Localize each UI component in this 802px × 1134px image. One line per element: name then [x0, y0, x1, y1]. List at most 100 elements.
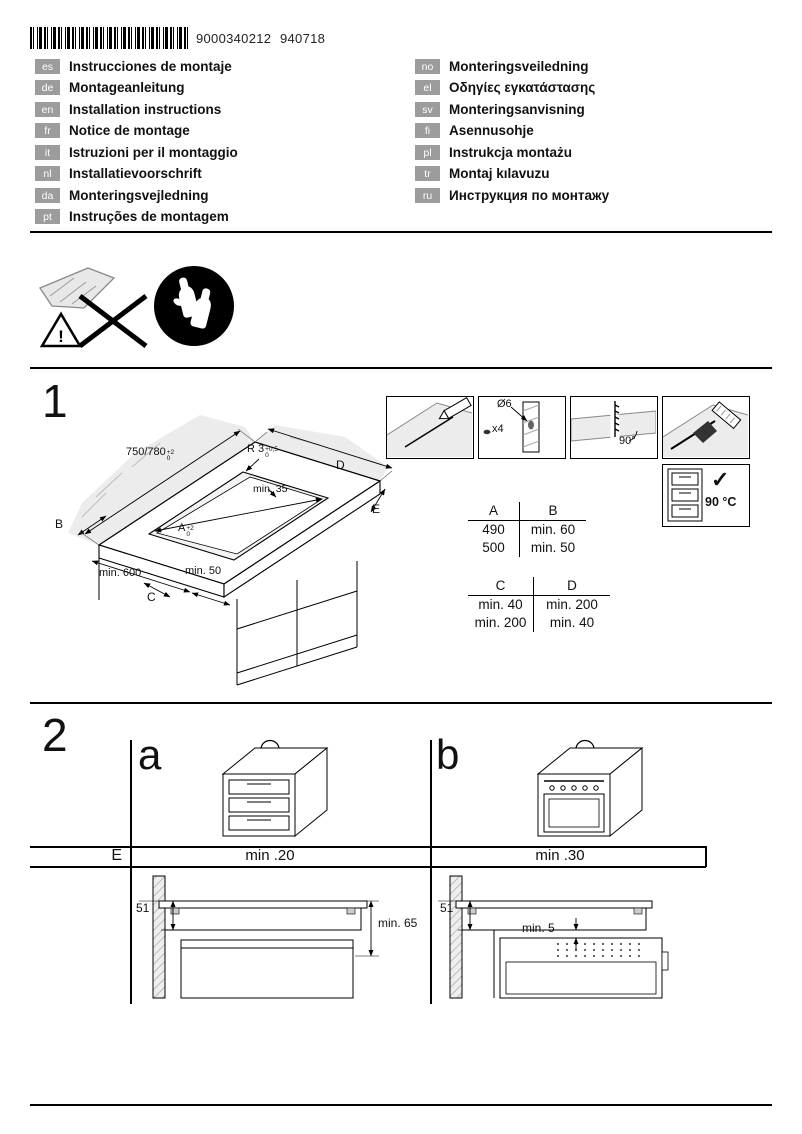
- a-thickness-label: 51: [136, 901, 150, 915]
- dim-min50-label: min. 50: [185, 565, 222, 577]
- language-row-da: da Monteringsvejledning: [35, 187, 209, 204]
- language-title: Notice de montage: [69, 123, 190, 138]
- language-code-badge: no: [415, 59, 440, 74]
- language-title: Installation instructions: [69, 102, 222, 117]
- drawer-section: [180, 939, 354, 999]
- date-code: 940718: [280, 31, 326, 46]
- table-cell: 490: [468, 521, 520, 539]
- detail-box-sealing: [662, 396, 750, 459]
- detail-box-marking: [386, 396, 474, 459]
- language-row-pl: pl Instrukcja montażu: [415, 144, 572, 161]
- language-code-badge: fr: [35, 123, 60, 138]
- b-thickness-label: 51: [440, 901, 454, 915]
- language-title: Asennusohje: [449, 123, 534, 138]
- language-title: Montaj kılavuzu: [449, 166, 550, 181]
- language-code-badge: it: [35, 145, 60, 160]
- dim-e-label: E: [372, 502, 381, 516]
- brush-icon: [693, 401, 742, 443]
- language-row-en: en Installation instructions: [35, 101, 221, 118]
- language-code-badge: sv: [415, 102, 440, 117]
- handle-icon: [260, 739, 280, 749]
- divider: [30, 367, 772, 369]
- table-cell: min. 40: [549, 615, 595, 630]
- language-title: Οδηγίες εγκατάστασης: [449, 80, 596, 95]
- drill-hole: [528, 420, 534, 430]
- variant-a-e-value: min .20: [245, 847, 295, 864]
- temperature-label: 90 °C: [705, 495, 737, 509]
- divider: [30, 231, 772, 233]
- step1-number: 1: [42, 375, 68, 427]
- table-cd-header-d: D: [534, 577, 610, 596]
- language-row-fi: fi Asennusohje: [415, 122, 534, 139]
- detail-box-heat-resistance: ✓ 90 °C: [662, 464, 750, 527]
- wear-gloves-icon: [154, 266, 234, 346]
- table-ab-header-a: A: [468, 502, 520, 521]
- dim-d-label: D: [336, 458, 345, 472]
- wall-section: [449, 875, 463, 999]
- language-row-pt: pt Instruções de montagem: [35, 208, 229, 225]
- dim-b-label: B: [55, 517, 64, 531]
- variant-b-cross-section: [438, 875, 669, 999]
- step2-number: 2: [42, 709, 68, 761]
- language-row-tr: tr Montaj kılavuzu: [415, 165, 550, 182]
- handle-icon: [575, 739, 595, 749]
- variant-a-label: a: [138, 731, 162, 778]
- dimension-lines: [77, 428, 393, 606]
- table-cd: C D min. 40 min. 200 min. 200 min. 40: [468, 577, 610, 632]
- language-title: Installatievoorschrift: [69, 166, 202, 181]
- language-code-badge: ru: [415, 188, 440, 203]
- table-cell: min. 60: [530, 522, 576, 537]
- saw-blade-icon: [614, 401, 620, 437]
- language-code-badge: en: [35, 102, 60, 117]
- table-cell: min. 40: [468, 596, 534, 614]
- drawer-cabinet-drawing: [221, 739, 329, 838]
- language-code-badge: es: [35, 59, 60, 74]
- drill-diameter-label: Ø6: [497, 398, 512, 410]
- language-row-nl: nl Installatievoorschrift: [35, 165, 202, 182]
- broken-glass-warning-icon: !: [39, 267, 148, 348]
- drill-count-label: x4: [492, 423, 504, 435]
- barcode-number: 9000340212: [196, 31, 272, 46]
- divider: [30, 702, 772, 704]
- check-icon: ✓: [711, 467, 730, 492]
- language-code-badge: da: [35, 188, 60, 203]
- language-code-badge: fi: [415, 123, 440, 138]
- column-divider: [130, 740, 132, 1004]
- variant-b-e-value: min .30: [535, 847, 585, 864]
- e-row-label: E: [111, 847, 122, 864]
- language-title: Monteringsvejledning: [69, 188, 209, 203]
- scribe-line: [404, 416, 454, 448]
- table-cell: min. 200: [546, 597, 598, 612]
- language-title: Instrukcja montażu: [449, 145, 573, 160]
- language-code-badge: de: [35, 80, 60, 95]
- language-code-badge: tr: [415, 166, 440, 181]
- table-cell: 500: [468, 539, 520, 557]
- step1-cutout-diagram: [68, 415, 393, 686]
- hob-profile: [455, 900, 653, 909]
- language-code-badge: pt: [35, 209, 60, 224]
- language-row-fr: fr Notice de montage: [35, 122, 190, 139]
- e-row-line-bottom: [30, 866, 706, 868]
- language-title: Istruzioni per il montaggio: [69, 145, 238, 160]
- exclamation-mark: !: [58, 327, 64, 346]
- table-ab: A B 490 min. 60 500 min. 50: [468, 502, 586, 557]
- language-code-badge: pl: [415, 145, 440, 160]
- variant-a-cross-section: [139, 875, 379, 999]
- language-title: Instruções de montagem: [69, 209, 229, 224]
- dim-min35-label: min. 35: [253, 483, 288, 495]
- table-cell: min. 200: [468, 614, 534, 632]
- b-clearance-label: min. 5: [522, 921, 555, 935]
- base-cabinet-lines: [98, 558, 358, 686]
- language-code-badge: nl: [35, 166, 60, 181]
- barcode: [30, 27, 188, 49]
